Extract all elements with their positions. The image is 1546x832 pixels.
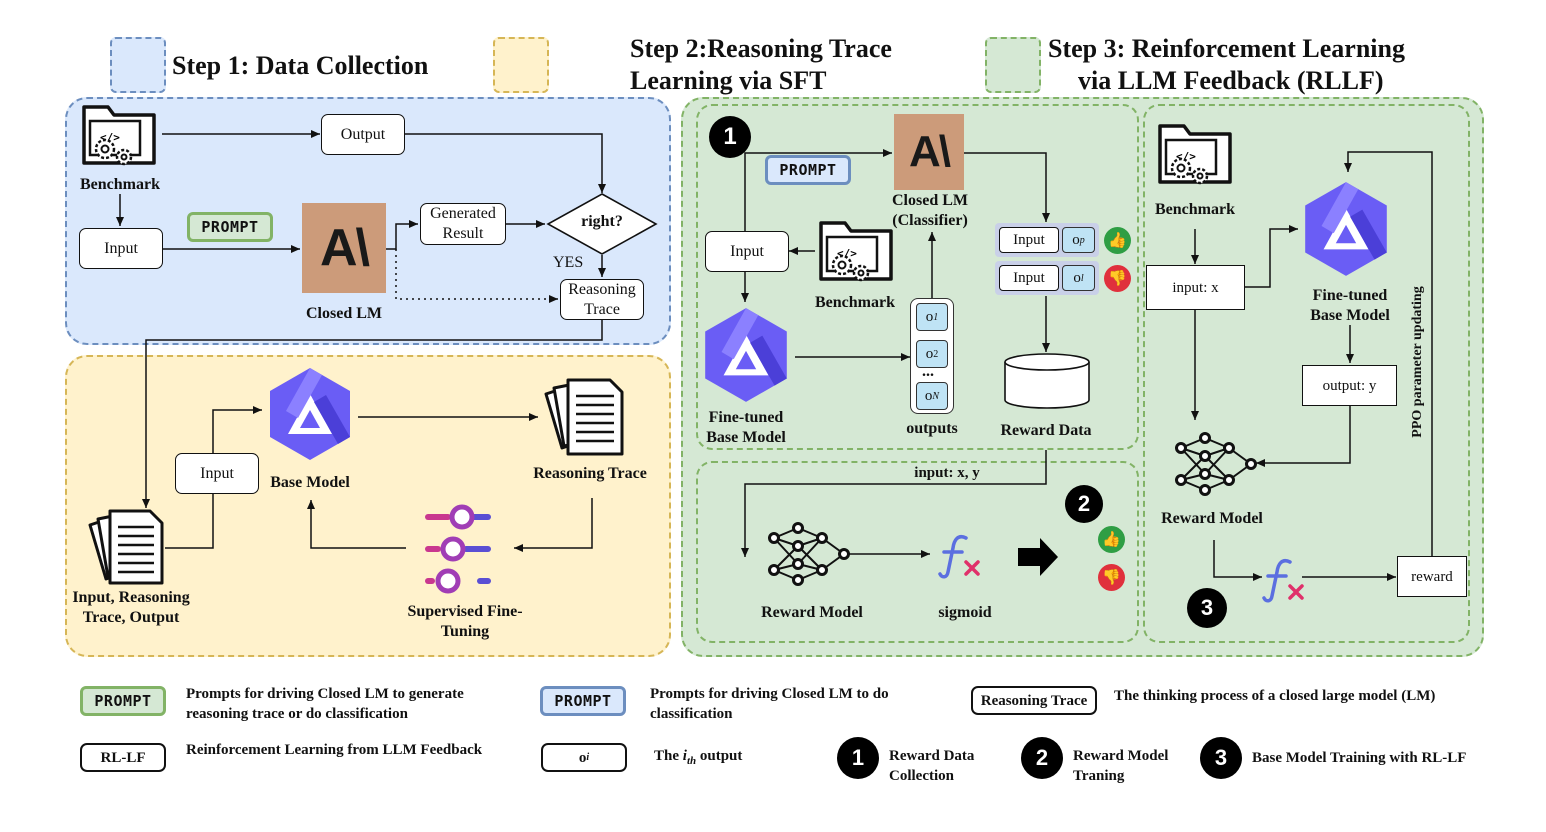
step-number-2-badge: 2 — [1065, 485, 1103, 523]
rl-benchmark-folder-icon: </> — [1158, 124, 1232, 185]
legend-step-2-badge: 2 — [1021, 737, 1063, 779]
preferred-pair-input: Input — [999, 227, 1059, 253]
step3-swatch — [985, 37, 1041, 93]
legend-prompt-blue: PROMPT — [540, 686, 626, 716]
step2-swatch — [493, 37, 549, 93]
rl-reward-model-label: Reward Model — [1161, 510, 1263, 527]
thumbs-up-icon: 👍 — [1104, 227, 1131, 254]
base-model-logo-icon — [270, 368, 350, 460]
legend-step-1-badge: 1 — [837, 737, 879, 779]
step1-title: Step 1: Data Collection — [172, 51, 429, 80]
input-box: Input — [79, 228, 163, 269]
reasoning-trace-box: Reasoning Trace — [560, 279, 644, 320]
legend-step-3-badge: 3 — [1200, 737, 1242, 779]
legend-reasoning-trace-box: Reasoning Trace — [971, 686, 1097, 715]
reward-data-database-icon — [1004, 353, 1090, 409]
step2-title-line2: Learning via SFT — [630, 66, 827, 95]
fine-tuning-sliders-icon — [425, 504, 491, 594]
closed-lm-logo: A\ — [302, 203, 386, 293]
rl-benchmark-label: Benchmark — [1155, 201, 1235, 218]
rejected-pair-input: Input — [999, 265, 1059, 291]
reward-model-network-icon — [768, 522, 850, 586]
legend-step-1-desc: Reward Data Collection — [889, 748, 975, 784]
ppo-updating-label: PPO parameter updating — [1410, 286, 1425, 438]
reward-box: reward — [1397, 556, 1467, 597]
closed-lm-classifier-label: Closed LM (Classifier) — [892, 192, 968, 229]
rl-sigmoid-function-icon — [1262, 559, 1304, 603]
result-thumbs-down-icon: 👎 — [1098, 564, 1125, 591]
sft-docs-icon — [88, 509, 164, 585]
benchmark-folder-icon: </> — [82, 105, 156, 166]
output-y-box: output: y — [1302, 365, 1397, 406]
supervised-fine-tuning-label: Supervised Fine-Tuning — [407, 603, 523, 640]
reward-model-subpanel — [696, 461, 1139, 643]
input-xy-label: input: x, y — [914, 465, 980, 481]
legend-oi-desc: The ith output — [654, 748, 743, 767]
step-number-1-badge: 1 — [709, 116, 751, 158]
step2-title-line1: Step 2:Reasoning Trace — [630, 34, 892, 63]
reward-data-subpanel — [696, 104, 1139, 450]
step-number-3-badge: 3 — [1187, 588, 1227, 628]
rllf-input-box: Input — [705, 231, 789, 272]
sft-input-box: Input — [175, 453, 259, 494]
legend-step-2-desc: Reward Model Traning — [1073, 748, 1169, 784]
outputs-ellipsis: ... — [922, 363, 934, 380]
rllf-benchmark-folder-icon: </> — [819, 221, 893, 282]
legend-rllf-box: RL-LF — [80, 743, 166, 772]
fine-tuned-model-logo-icon — [705, 308, 787, 402]
rl-fine-tuned-model-logo-icon — [1305, 182, 1387, 276]
right-decision-label: right? — [581, 213, 623, 230]
fine-tuned-model-label: Fine-tuned Base Model — [706, 409, 786, 446]
output-box: Output — [321, 114, 405, 155]
legend-prompt-green: PROMPT — [80, 686, 166, 716]
legend-step-3-desc: Base Model Training with RL-LF — [1252, 750, 1467, 766]
base-model-training-subpanel — [1143, 104, 1470, 643]
closed-lm-label: Closed LM — [306, 305, 382, 322]
step1-swatch — [110, 37, 166, 93]
sigmoid-function-icon — [938, 535, 980, 579]
yes-label: YES — [553, 254, 584, 271]
rl-fine-tuned-model-label: Fine-tuned Base Model — [1310, 287, 1390, 324]
input-x-box: input: x — [1146, 265, 1245, 310]
rllf-benchmark-label: Benchmark — [815, 294, 895, 311]
thumbs-down-icon: 👎 — [1104, 265, 1131, 292]
reward-data-label: Reward Data — [1000, 422, 1092, 439]
legend-prompt-blue-desc: Prompts for driving Closed LM to do clas… — [650, 686, 889, 722]
sft-data-label: Input, Reasoning Trace, Output — [72, 589, 190, 626]
step3-title-line2: via LLM Feedback (RLLF) — [1078, 66, 1384, 95]
closed-lm-classifier-logo: A\ — [894, 114, 964, 190]
reward-model-label: Reward Model — [761, 604, 863, 621]
generated-result-box: Generated Result — [420, 203, 506, 245]
legend-reasoning-trace-desc: The thinking process of a closed large m… — [1114, 688, 1436, 704]
prompt-badge-green: PROMPT — [187, 212, 273, 242]
legend-rllf-desc: Reinforcement Learning from LLM Feedback — [186, 742, 483, 758]
result-thumbs-up-icon: 👍 — [1098, 526, 1125, 553]
step3-title-line1: Step 3: Reinforcement Learning — [1048, 34, 1405, 63]
sft-reasoning-trace-label: Reasoning Trace — [533, 465, 647, 482]
right-decision-diamond — [546, 193, 658, 255]
sigmoid-label: sigmoid — [938, 604, 992, 621]
outputs-label: outputs — [906, 420, 958, 437]
base-model-label: Base Model — [270, 474, 350, 491]
result-arrow-icon — [1018, 538, 1058, 576]
legend-prompt-green-desc: Prompts for driving Closed LM to generat… — [186, 686, 464, 722]
prompt-badge-blue: PROMPT — [765, 155, 851, 185]
rl-reward-model-network-icon — [1175, 432, 1257, 496]
benchmark-label: Benchmark — [80, 176, 160, 193]
reasoning-trace-docs-icon — [544, 378, 624, 456]
